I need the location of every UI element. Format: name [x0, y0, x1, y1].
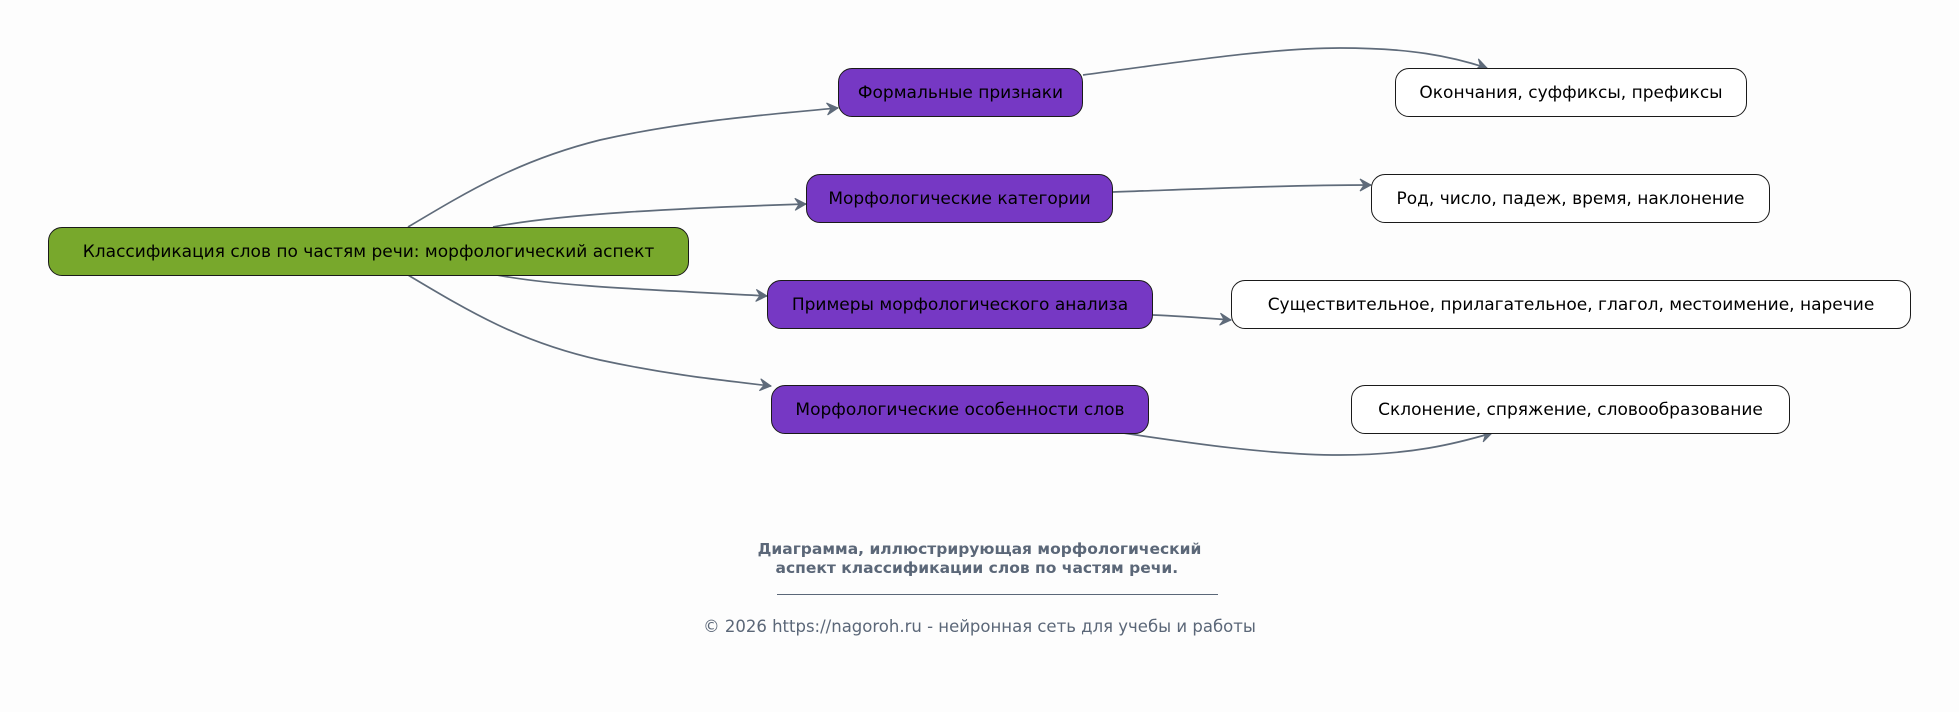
branch-node-label: Морфологические особенности слов — [795, 399, 1125, 420]
branch-node-morph-features[interactable]: Морфологические особенности слов — [771, 385, 1149, 434]
leaf-node-grammatical-categories[interactable]: Род, число, падеж, время, наклонение — [1371, 174, 1770, 223]
diagram-caption: Диаграмма, иллюстрирующая морфологически… — [0, 540, 1959, 578]
branch-node-label: Морфологические категории — [828, 188, 1091, 209]
edge-root-to-morph-categories — [492, 197, 808, 228]
caption-line-1: Диаграмма, иллюстрирующая морфологически… — [757, 540, 1202, 558]
edge-root-to-analysis-examples — [496, 274, 769, 302]
branch-node-label: Примеры морфологического анализа — [791, 294, 1129, 315]
leaf-node-parts-of-speech[interactable]: Существительное, прилагательное, глагол,… — [1231, 280, 1911, 329]
leaf-node-label: Род, число, падеж, время, наклонение — [1396, 188, 1745, 209]
caption-divider — [777, 594, 1218, 595]
branch-node-formal-features[interactable]: Формальные признаки — [838, 68, 1083, 117]
edge-root-to-formal-features — [407, 102, 840, 228]
edge-analysis-to-parts — [1152, 312, 1233, 326]
leaf-node-endings[interactable]: Окончания, суффиксы, префиксы — [1395, 68, 1747, 117]
edge-features-to-declension — [1122, 429, 1494, 456]
edge-root-to-morph-features — [407, 274, 773, 392]
root-node-label: Классификация слов по частям речи: морфо… — [82, 241, 655, 262]
root-node[interactable]: Классификация слов по частям речи: морфо… — [48, 227, 689, 276]
edge-formal-to-endings — [1082, 47, 1488, 76]
leaf-node-label: Окончания, суффиксы, префиксы — [1419, 82, 1723, 103]
leaf-node-inflection[interactable]: Склонение, спряжение, словообразование — [1351, 385, 1790, 434]
leaf-node-label: Существительное, прилагательное, глагол,… — [1267, 294, 1875, 315]
branch-node-label: Формальные признаки — [857, 82, 1064, 103]
leaf-node-label: Склонение, спряжение, словообразование — [1378, 399, 1763, 420]
copyright-footer: © 2026 https://nagoroh.ru - нейронная се… — [703, 617, 1256, 636]
branch-node-morph-categories[interactable]: Морфологические категории — [806, 174, 1113, 223]
caption-line-2: аспект классификации слов по частям речи… — [775, 559, 1184, 577]
edge-categories-to-gender — [1112, 178, 1373, 193]
branch-node-analysis-examples[interactable]: Примеры морфологического анализа — [767, 280, 1153, 329]
